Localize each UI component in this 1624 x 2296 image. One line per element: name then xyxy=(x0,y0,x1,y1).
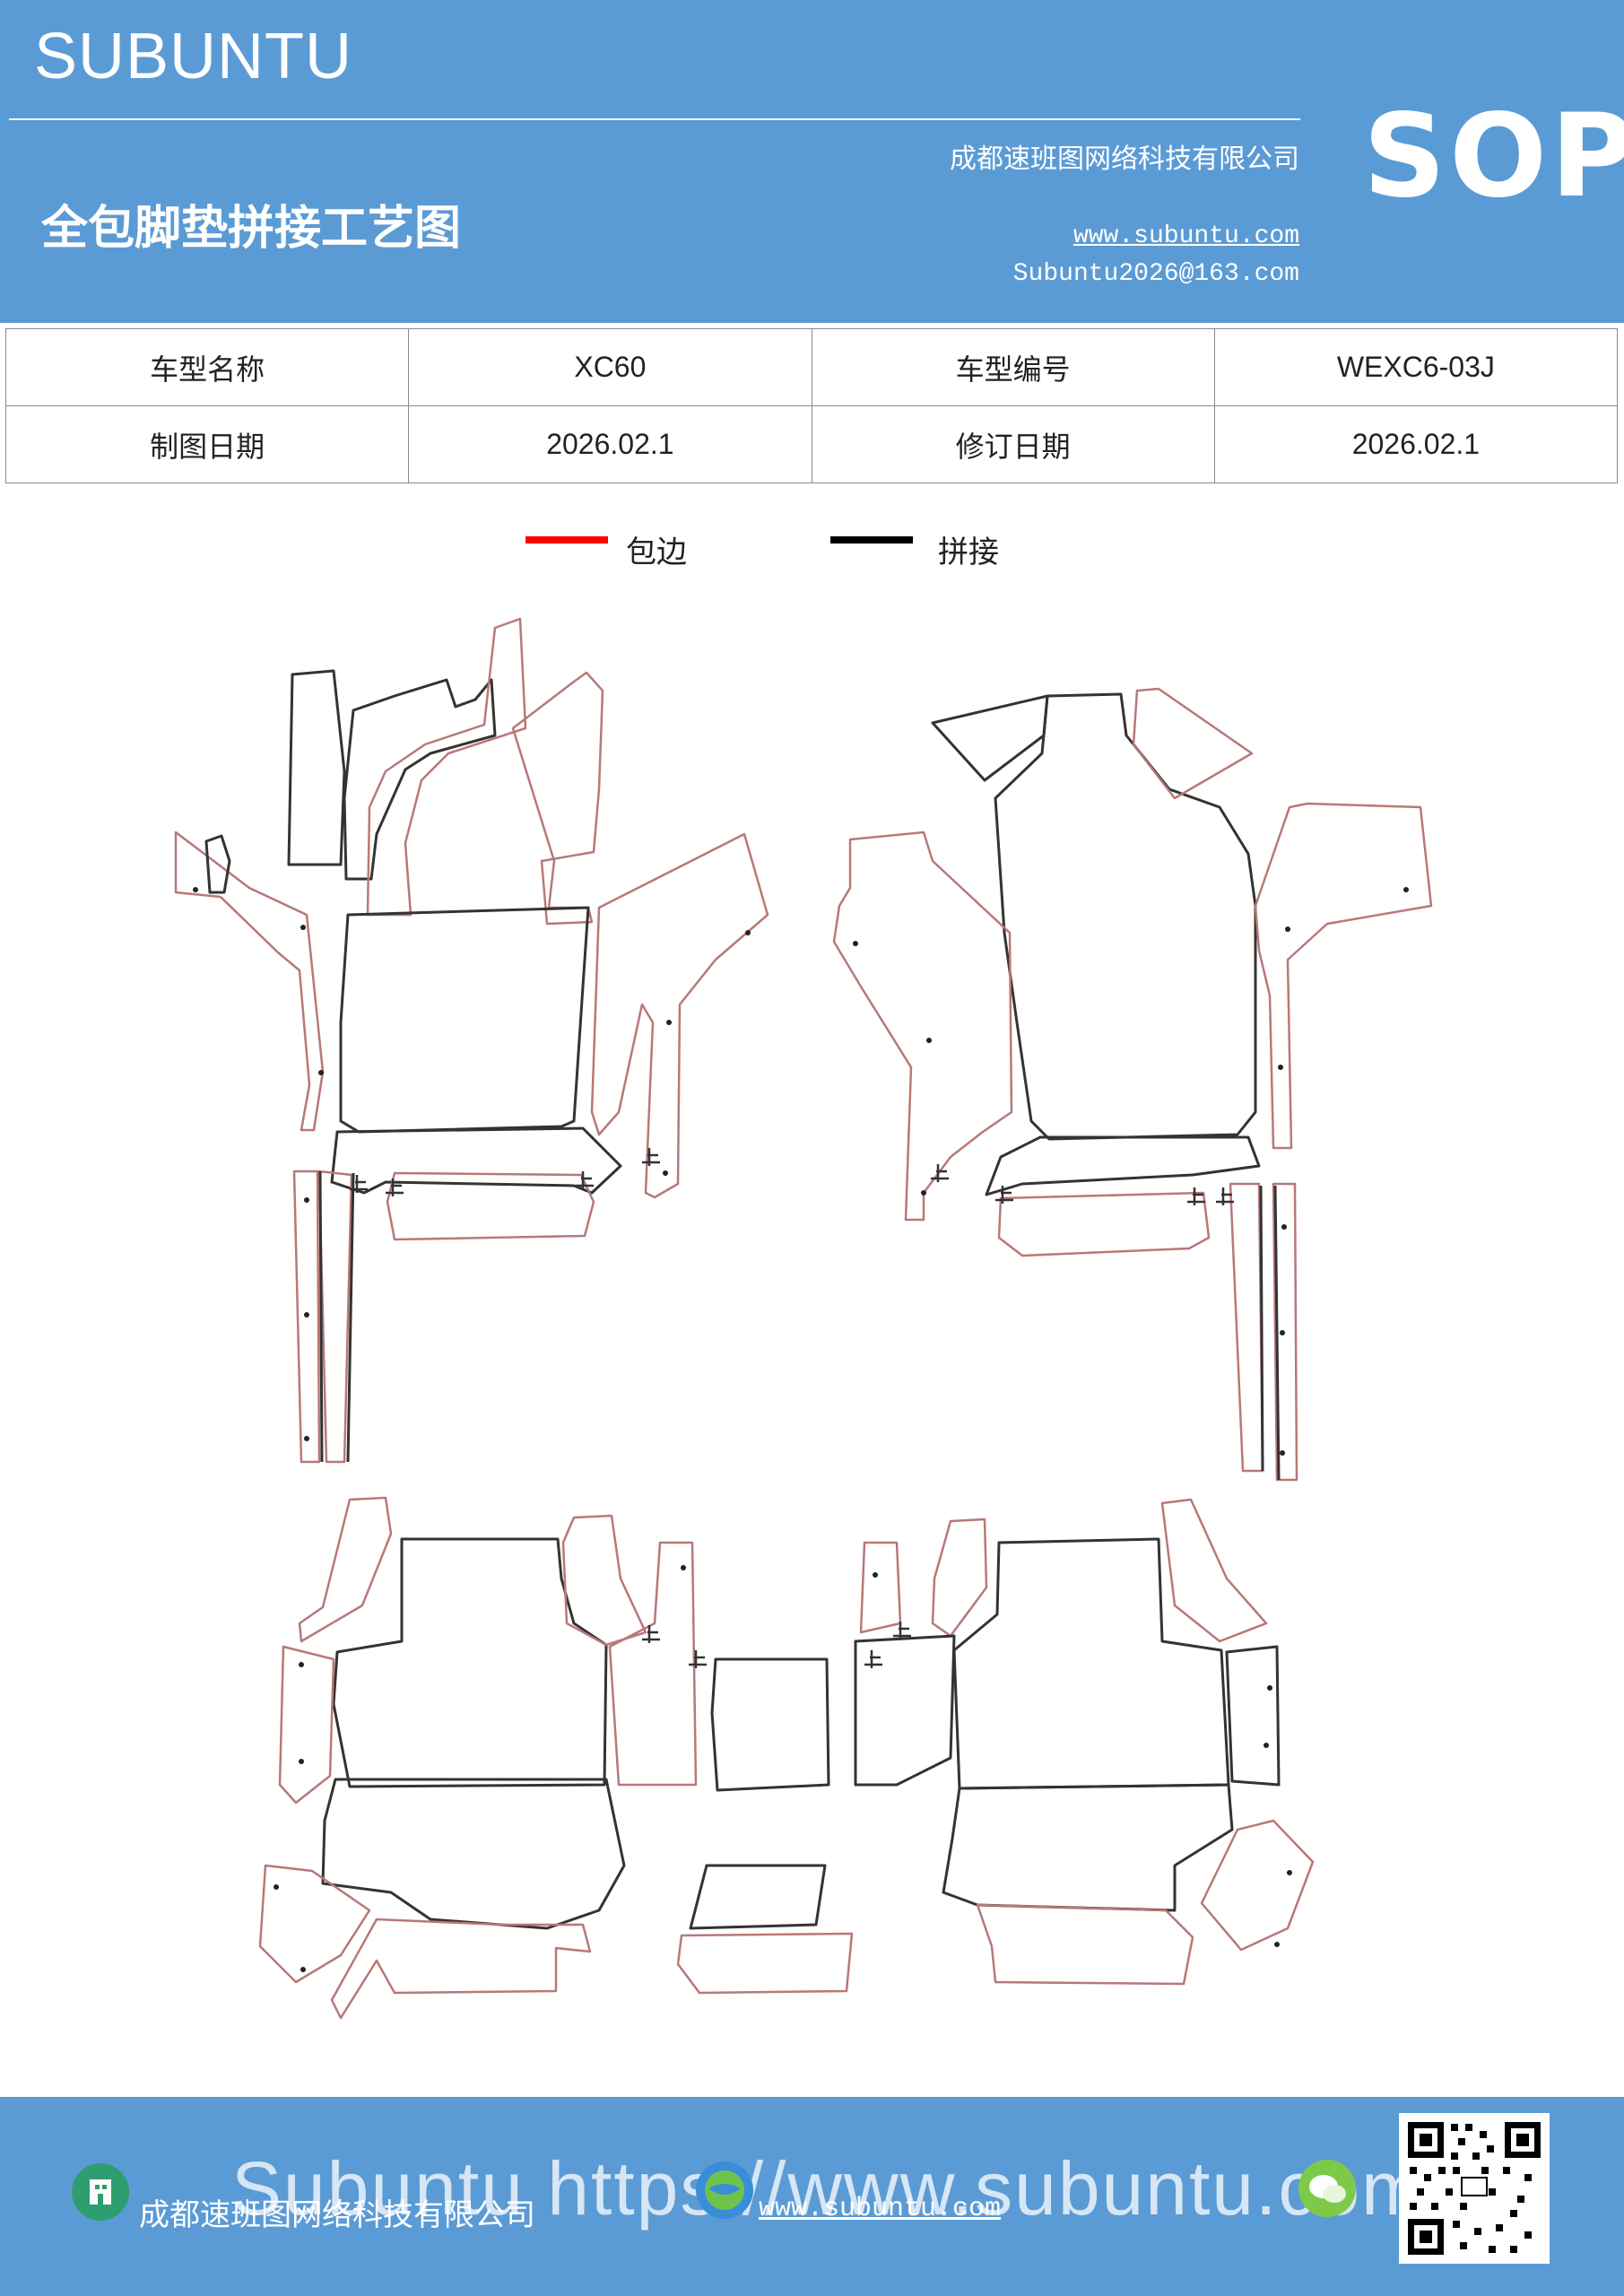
header-company-name: 成都速班图网络科技有限公司 xyxy=(950,144,1299,175)
legend-item-seam: 拼接 xyxy=(830,527,1099,572)
model-code-label: 车型编号 xyxy=(811,328,1215,406)
header-website-link[interactable]: www.subuntu.com xyxy=(1073,222,1299,250)
floor-mat-layout-drawing xyxy=(174,617,1433,2020)
model-code-value: WEXC6-03J xyxy=(1213,328,1619,406)
rear-center-mat-group xyxy=(676,1657,854,1995)
legend-label-hem: 包边 xyxy=(626,535,687,570)
header-email: Subuntu2026@163.com xyxy=(1012,260,1299,288)
header-banner: SUBUNTU 成都速班图网络科技有限公司 全包脚垫拼接工艺图 www.subu… xyxy=(0,0,1624,323)
legend-label-seam: 拼接 xyxy=(938,535,999,570)
table-row: 车型名称 XC60 车型编号 WEXC6-03J xyxy=(4,328,1619,406)
footer-company-name: 成都速班图网络科技有限公司 xyxy=(139,2197,535,2233)
brand-logo-text: SUBUNTU xyxy=(34,21,353,92)
draw-date-label: 制图日期 xyxy=(4,405,410,483)
seam-tick-marks xyxy=(350,1148,1234,1668)
document-title: 全包脚垫拼接工艺图 xyxy=(41,201,462,256)
draw-date-value: 2026.02.1 xyxy=(408,405,812,483)
sop-badge: SOP xyxy=(1363,90,1624,223)
model-name-value: XC60 xyxy=(408,328,812,406)
rear-right-mat-group xyxy=(854,1498,1315,1986)
globe-icon xyxy=(696,2161,753,2219)
header-divider xyxy=(9,118,1300,120)
front-right-mat-group xyxy=(832,687,1433,1482)
table-row: 制图日期 2026.02.1 修订日期 2026.02.1 xyxy=(4,405,1619,483)
alignment-dots xyxy=(193,887,1409,1972)
legend-item-hem: 包边 xyxy=(525,527,795,572)
footer-banner: Subuntu https://www.subuntu.com 成都速班图网络科… xyxy=(0,2097,1624,2296)
rear-left-mat-group xyxy=(258,1496,698,2020)
legend-swatch-black xyxy=(830,536,913,544)
wechat-icon xyxy=(1298,2160,1356,2217)
footer-overlay-text: Subuntu https://www.subuntu.com xyxy=(231,2146,1427,2231)
footer-website-link[interactable]: www.subuntu.com xyxy=(759,2194,1002,2224)
qr-code-icon[interactable] xyxy=(1399,2113,1550,2264)
legend-swatch-red xyxy=(525,536,608,544)
front-left-mat-group xyxy=(174,617,769,1464)
vehicle-info-table: 车型名称 XC60 车型编号 WEXC6-03J 制图日期 2026.02.1 … xyxy=(4,328,1619,483)
model-name-label: 车型名称 xyxy=(4,328,410,406)
building-icon xyxy=(72,2163,129,2221)
revision-date-value: 2026.02.1 xyxy=(1213,405,1619,483)
revision-date-label: 修订日期 xyxy=(811,405,1215,483)
